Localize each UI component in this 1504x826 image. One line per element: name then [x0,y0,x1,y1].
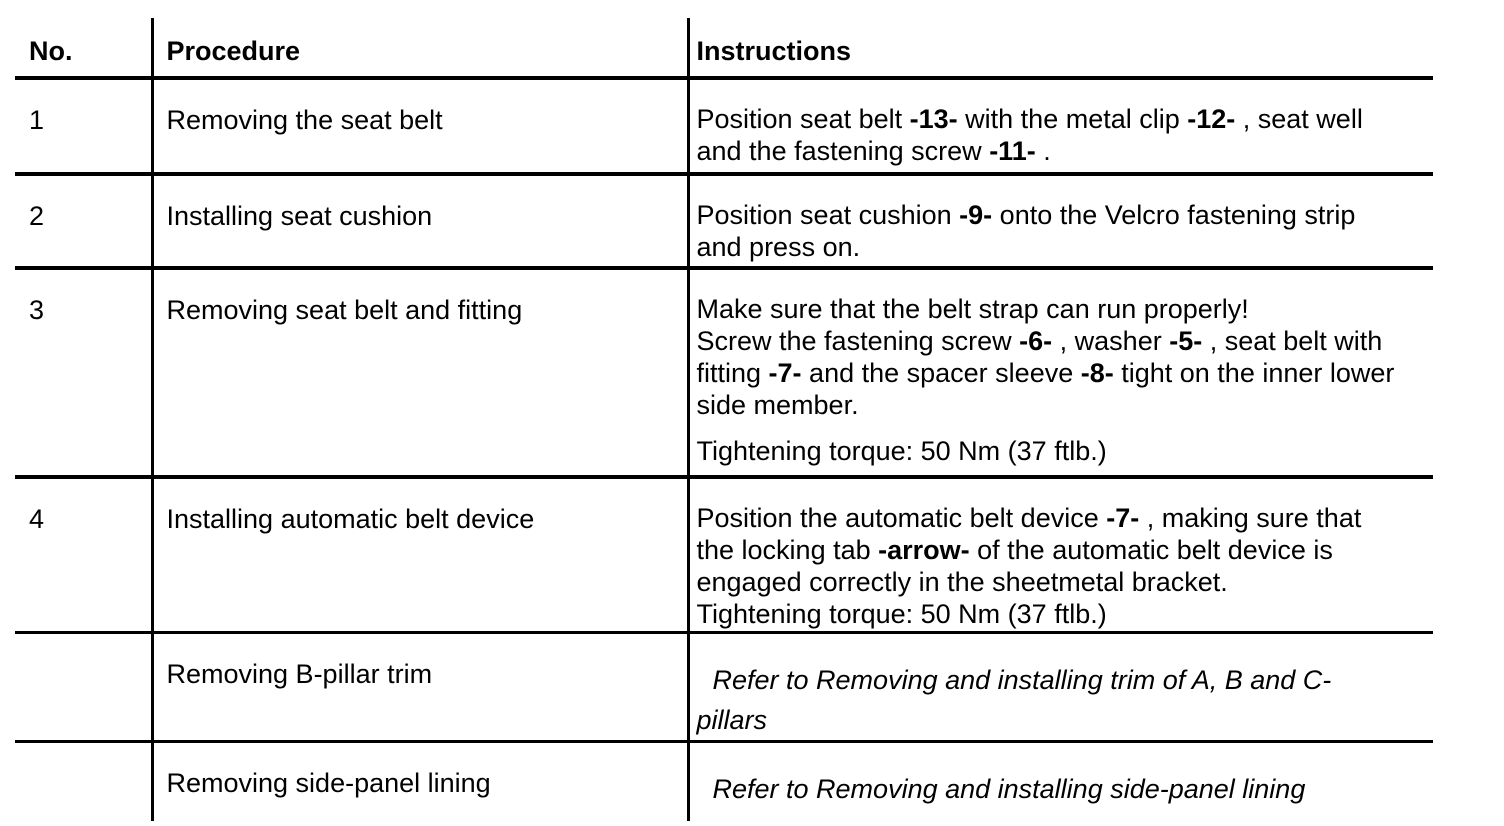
text-segment: fitting [696,358,769,388]
instructions-cell: Refer to Removing and installing side-pa… [686,741,1434,821]
reference-paragraph: Refer to Removing and installing side-pa… [697,769,1434,809]
procedure-cell: Installing automatic belt device [150,477,688,632]
part-reference-bold: -6- [1019,326,1053,356]
procedure-cell: Removing seat belt and fitting [150,268,688,477]
row-number-cell [15,741,152,821]
text-segment: Refer to Removing and installing side-pa… [712,773,1306,804]
text-segment: pillars [696,704,768,735]
row-number-cell: 3 [29,295,45,325]
part-reference-bold: -8- [1080,358,1114,388]
header-cell-no: No. [29,36,73,66]
procedure-cell: Removing the seat belt [150,78,688,174]
header-cell-procedure: Procedure [150,18,688,78]
part-reference-bold: -5- [1169,326,1203,356]
row-number-cell: 2 [29,201,45,231]
instruction-paragraph: Make sure that the belt strap can run pr… [697,293,1434,421]
part-reference-bold: -13- [909,104,958,134]
row-number-cell: 4 [29,504,45,534]
text-segment: tight on the inner lower [1113,358,1395,388]
text-segment: Screw the fastening screw [696,326,1020,356]
procedure-cell: Removing B-pillar trim [150,632,688,741]
manual-page: No. Procedure Instructions 1 Removing the… [0,18,1504,826]
procedure-cell: Removing side-panel lining [150,741,688,821]
text-segment: Position seat cushion [696,200,960,230]
text-segment: onto the Velcro fastening strip [992,200,1356,230]
text-segment: of the automatic belt device is [969,535,1333,565]
table-header: No. Procedure Instructions [15,18,1433,78]
text-segment: Make sure that the belt strap can run pr… [696,294,1249,324]
instructions-cell: Refer to Removing and installing trim of… [686,632,1434,741]
text-segment: Position seat belt [696,104,910,134]
text-segment: and the fastening screw [696,136,990,166]
text-segment: . [1035,136,1051,166]
part-reference-bold: -12- [1187,104,1236,134]
text-segment: and the spacer sleeve [801,358,1081,388]
reference-paragraph: Refer to Removing and installing trim of… [697,660,1434,740]
header-cell-instructions: Instructions [686,18,1433,78]
row-number-cell: 1 [29,105,45,135]
instruction-paragraph: Position seat belt -13- with the metal c… [697,103,1434,167]
instruction-paragraph: Tightening torque: 50 Nm (37 ftlb.) [697,435,1434,467]
text-segment: with the metal clip [957,104,1188,134]
table-row: Removing B-pillar trim Refer to Removing … [15,632,1433,741]
procedure-cell: Installing seat cushion [150,174,688,268]
text-segment: Tightening torque: 50 Nm (37 ftlb.) [696,436,1107,466]
instructions-cell: Position seat cushion -9- onto the Velcr… [686,174,1434,268]
header-row: No. Procedure Instructions [15,18,1433,78]
text-segment: , washer [1052,326,1170,356]
part-reference-bold: -7- [768,358,802,388]
instructions-cell: Make sure that the belt strap can run pr… [686,268,1434,477]
procedure-table: No. Procedure Instructions 1 Removing the… [15,18,1433,821]
text-segment: the locking tab [696,535,879,565]
table-row: 3 Removing seat belt and fitting Make sure… [15,268,1433,477]
table-row: Removing side-panel lining Refer to Remov… [15,741,1433,821]
text-segment: Tightening torque: 50 Nm (37 ftlb.) [696,599,1107,629]
text-segment: , seat belt with [1202,326,1383,356]
text-segment: Refer to Removing and installing trim of… [712,664,1332,695]
text-segment: and press on. [696,232,861,262]
text-segment: engaged correctly in the sheetmetal brac… [696,567,1228,597]
instructions-cell: Position the automatic belt device -7- ,… [686,477,1434,632]
part-reference-bold: -11- [989,136,1036,166]
part-reference-bold: -9- [959,200,993,230]
text-segment: Position the automatic belt device [696,503,1107,533]
part-reference-bold: -7- [1106,503,1140,533]
instructions-cell: Position seat belt -13- with the metal c… [686,78,1434,174]
text-segment: , seat well [1235,104,1363,134]
part-reference-bold: -arrow- [878,535,970,565]
instruction-paragraph: Position the automatic belt device -7- ,… [697,502,1434,630]
text-segment: side member. [696,390,859,420]
instruction-paragraph: Position seat cushion -9- onto the Velcr… [697,199,1434,263]
row-number-cell [15,632,152,741]
text-segment: , making sure that [1139,503,1362,533]
